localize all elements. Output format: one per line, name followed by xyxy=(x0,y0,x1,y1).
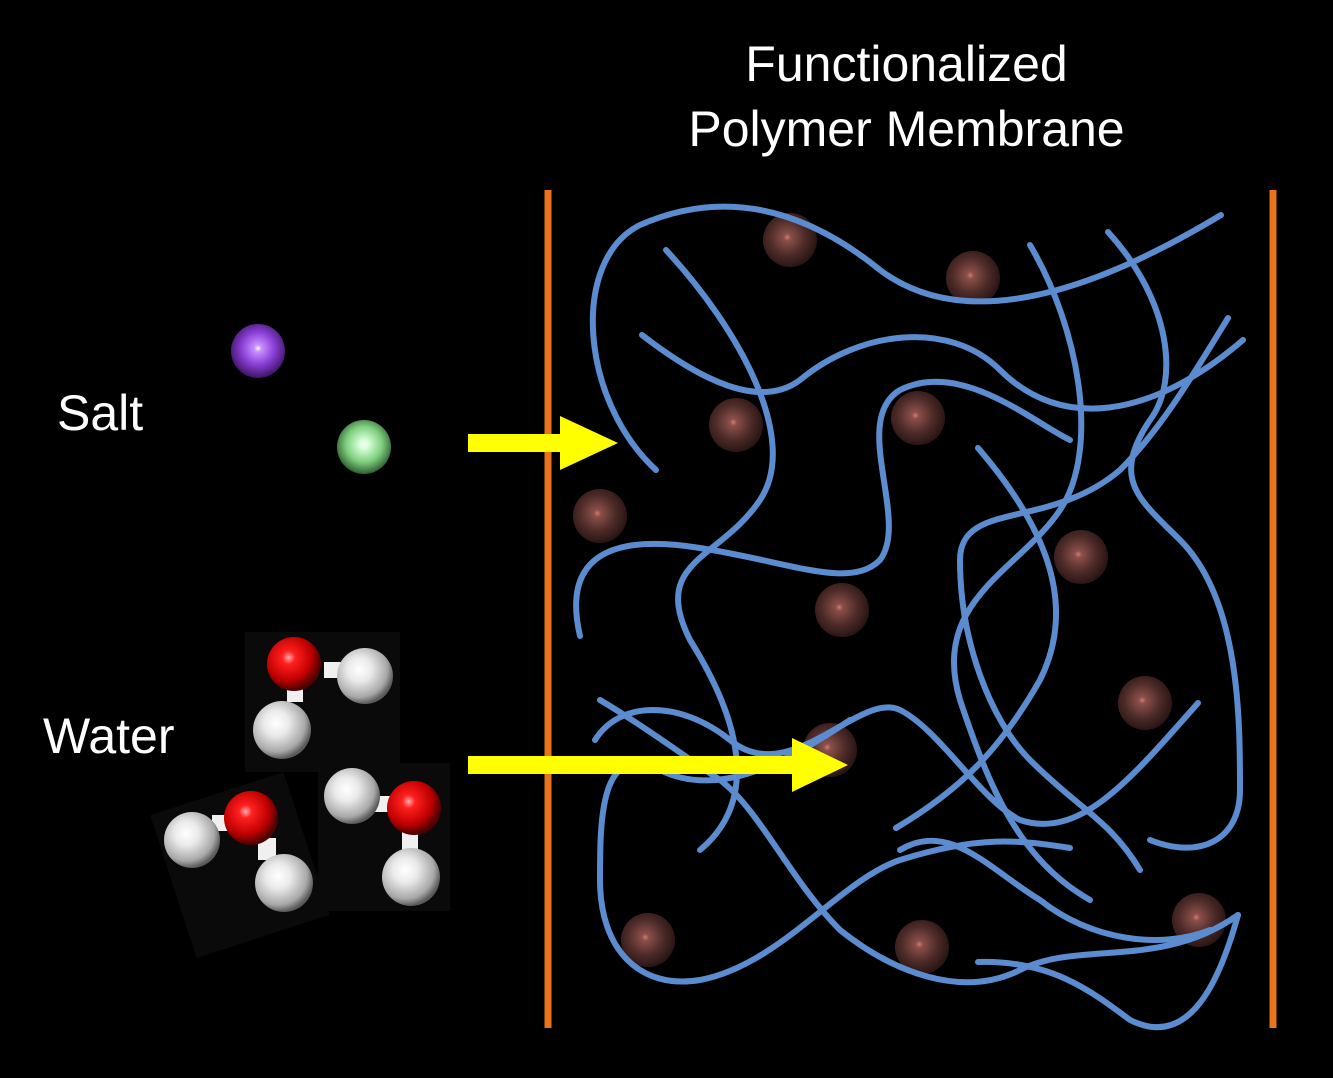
water-molecule xyxy=(245,632,400,772)
functional-group-sphere xyxy=(946,251,1000,305)
polymer-chain xyxy=(957,315,1231,873)
salt-anion-sphere xyxy=(337,420,391,474)
functional-group-sphere xyxy=(815,583,869,637)
functional-group-sphere xyxy=(1054,530,1108,584)
salt-cation-sphere xyxy=(231,324,285,378)
functional-group-sphere xyxy=(573,489,627,543)
functional-group-sphere xyxy=(709,398,763,452)
polymer-chains xyxy=(573,203,1246,1030)
polymer-chain xyxy=(663,247,776,853)
polymer-chain xyxy=(639,332,1246,412)
functional-groups xyxy=(573,213,1226,974)
functional-group-sphere xyxy=(621,913,675,967)
polymer-chain xyxy=(592,700,1201,827)
polymer-chain xyxy=(573,378,1073,639)
title-line-2: Polymer Membrane xyxy=(688,101,1125,157)
polymer-chain xyxy=(975,912,1241,1030)
salt-arrow xyxy=(468,416,618,470)
polymer-chain xyxy=(893,445,1060,831)
polymer-chain xyxy=(1105,229,1243,851)
functional-group-sphere xyxy=(1118,676,1172,730)
functional-group-sphere xyxy=(891,391,945,445)
functional-group-sphere xyxy=(895,920,949,974)
water-arrow xyxy=(468,738,848,792)
water-molecule xyxy=(150,772,330,958)
water-molecule xyxy=(318,763,450,911)
salt-label: Salt xyxy=(57,385,144,441)
title-line-1: Functionalized xyxy=(745,36,1068,92)
polymer-chain xyxy=(589,203,1224,473)
water-label: Water xyxy=(43,708,175,764)
functional-group-sphere xyxy=(763,213,817,267)
polymer-chain xyxy=(597,717,1073,985)
polymer-chain xyxy=(897,837,1213,943)
functional-group-sphere xyxy=(1172,893,1226,947)
